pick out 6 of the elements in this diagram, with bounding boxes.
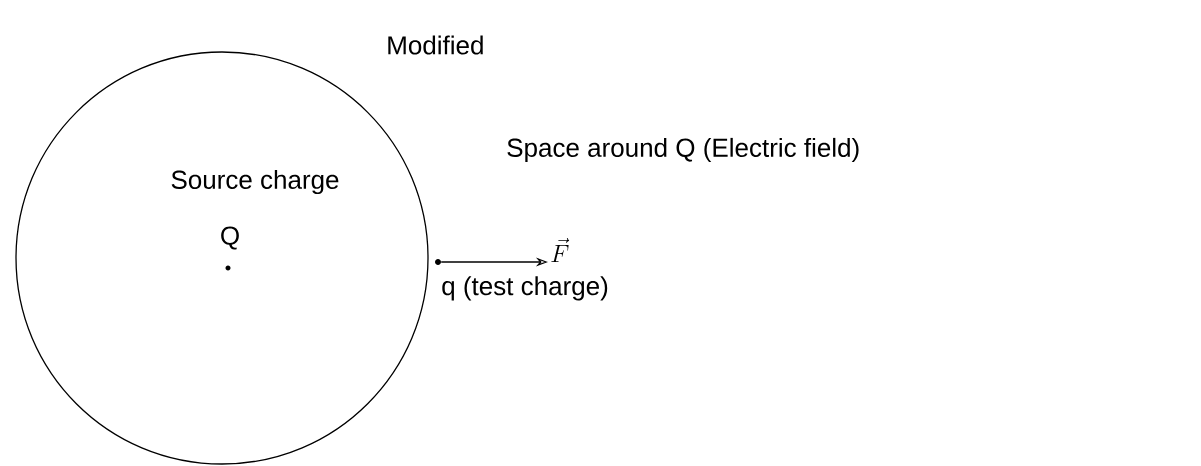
- region-text: Q: [221, 226, 239, 250]
- annotation-text: Space around Q (Electric field): [507, 137, 859, 163]
- force-symbol: $\vec{F}$: [551, 238, 570, 262]
- charge-label: q (test charge): [442, 276, 608, 301]
- annotation-text: Modified: [388, 35, 483, 55]
- region-text: Source charge: [171, 169, 339, 195]
